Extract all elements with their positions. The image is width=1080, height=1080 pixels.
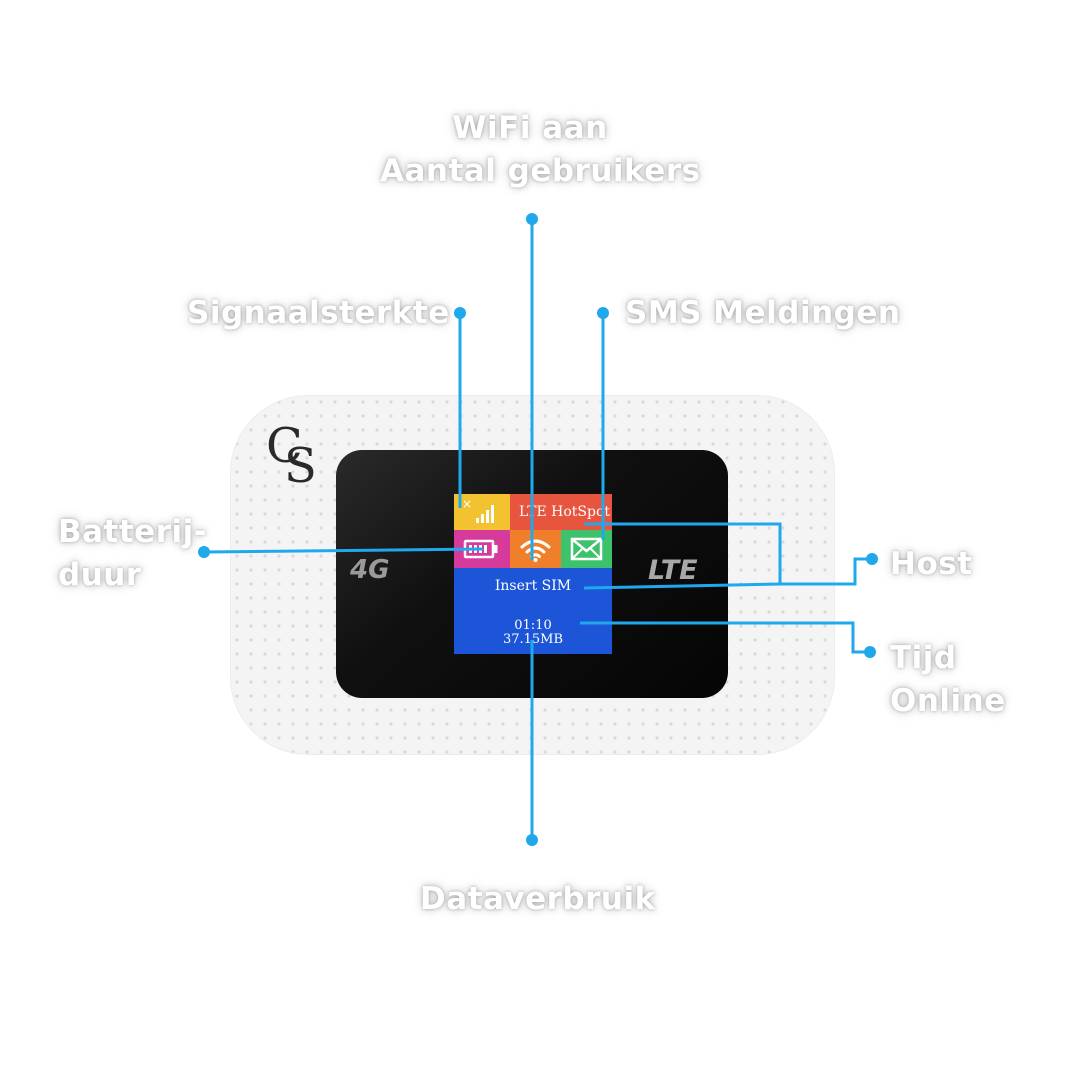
time-online-label: Tijd Online	[890, 637, 1006, 723]
signal-tile: ×	[454, 494, 510, 530]
status-tile: Insert SIM 01:10 37.15MB	[454, 568, 612, 654]
host-label: Host	[890, 546, 973, 582]
data-usage-label: Dataverbruik	[420, 881, 656, 917]
callout-dot-data	[526, 834, 538, 846]
time-online-value: 01:10	[514, 618, 552, 633]
callout-dot-sms	[597, 307, 609, 319]
logo-letter-s: S	[284, 438, 317, 494]
wifi-icon	[520, 539, 551, 562]
battery-icon	[463, 539, 498, 559]
wifi-users-label-line1: WiFi aan	[452, 110, 608, 146]
brand-logo: C S	[262, 418, 322, 498]
signal-strength-label: Signaalsterkte	[187, 295, 450, 331]
callout-dot-time	[864, 646, 876, 658]
x-icon: ×	[462, 497, 473, 511]
badge-lte: LTE	[648, 555, 698, 586]
battery-life-label-line2: duur	[58, 557, 142, 593]
wifi-users-label: WiFi aan Aantal gebruikers	[380, 107, 701, 193]
data-usage-value: 37.15MB	[502, 632, 564, 647]
sms-notifications-label: SMS Meldingen	[625, 295, 901, 331]
battery-tile	[454, 530, 510, 568]
envelope-icon	[570, 537, 603, 561]
sim-status-text: Insert SIM	[494, 578, 572, 594]
callout-dot-host	[866, 553, 878, 565]
battery-life-label-line1: Batterij-	[58, 514, 208, 550]
screen-title-tile: LTE HotSpot	[510, 494, 612, 530]
callout-dot-wifi	[526, 213, 538, 225]
callout-dot-signal	[454, 307, 466, 319]
battery-life-label: Batterij- duur	[58, 511, 207, 597]
time-online-label-line1: Tijd	[890, 640, 957, 676]
wifi-tile	[510, 530, 561, 568]
signal-bars-icon	[476, 505, 494, 523]
sms-tile	[561, 530, 612, 568]
logo-letter-c: C	[266, 418, 303, 474]
wifi-users-label-line2: Aantal gebruikers	[380, 153, 701, 189]
time-online-label-line2: Online	[890, 683, 1006, 719]
badge-4g: 4G	[350, 555, 390, 585]
